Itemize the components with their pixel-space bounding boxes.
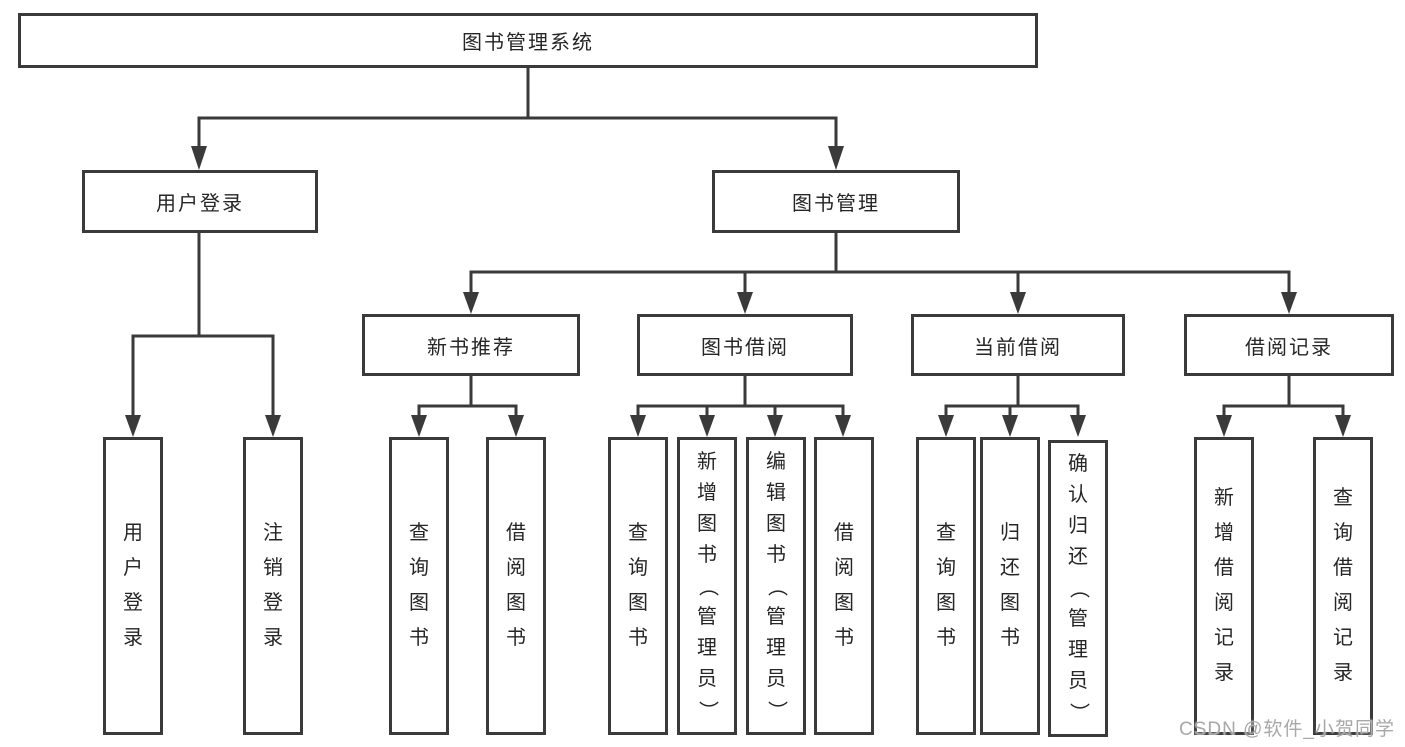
node-borrow-records: 借阅记录 <box>1184 314 1394 376</box>
node-label: 当前借阅 <box>974 336 1062 359</box>
leaf-query-borrow-record: 查询借阅记录 <box>1313 437 1373 735</box>
node-label: 归还图书 <box>1000 522 1020 649</box>
leaf-logout: 注销登录 <box>243 437 303 735</box>
leaf-query-books-2: 查询图书 <box>608 437 668 735</box>
leaf-add-book-admin: 新增图书（管理员） <box>677 437 737 735</box>
node-book-management: 图书管理 <box>712 170 960 233</box>
node-label: 用户登录 <box>156 193 244 215</box>
node-label: 借阅记录 <box>1245 336 1333 359</box>
node-label: 用户登录 <box>123 522 143 649</box>
leaf-add-borrow-record: 新增借阅记录 <box>1194 437 1254 735</box>
node-label: 查询图书 <box>628 522 648 649</box>
leaf-edit-book-admin: 编辑图书（管理员） <box>746 437 806 735</box>
node-new-book-recommend: 新书推荐 <box>362 314 580 376</box>
node-user-login: 用户登录 <box>82 170 318 233</box>
node-label: 图书管理 <box>792 193 880 215</box>
node-label: 新增图书（管理员） <box>696 450 719 721</box>
node-label: 编辑图书（管理员） <box>765 450 788 721</box>
node-label: 借阅图书 <box>506 522 526 649</box>
node-label: 查询图书 <box>936 522 956 649</box>
node-current-borrow: 当前借阅 <box>911 314 1125 376</box>
leaf-return-book: 归还图书 <box>980 437 1040 735</box>
leaf-borrow-books-1: 借阅图书 <box>486 437 546 735</box>
node-label: 图书借阅 <box>701 336 789 359</box>
node-label: 注销登录 <box>263 522 283 649</box>
node-book-borrow: 图书借阅 <box>637 314 853 376</box>
node-label: 新书推荐 <box>427 336 515 359</box>
node-label: 新增借阅记录 <box>1214 487 1234 684</box>
node-label: 图书管理系统 <box>462 32 594 54</box>
leaf-user-login: 用户登录 <box>103 437 163 735</box>
csdn-watermark: CSDN @软件_小贺同学 <box>1179 719 1395 740</box>
node-library-system: 图书管理系统 <box>18 13 1038 68</box>
leaf-query-books-1: 查询图书 <box>389 437 449 735</box>
node-label: 确认归还（管理员） <box>1067 453 1090 723</box>
arrowheads <box>125 146 1351 437</box>
node-label: 查询图书 <box>409 522 429 649</box>
node-label: 借阅图书 <box>834 522 854 649</box>
leaf-confirm-return-admin: 确认归还（管理员） <box>1048 440 1108 737</box>
leaf-query-books-3: 查询图书 <box>916 437 976 735</box>
leaf-borrow-books-2: 借阅图书 <box>814 437 874 735</box>
node-label: 查询借阅记录 <box>1333 487 1353 684</box>
